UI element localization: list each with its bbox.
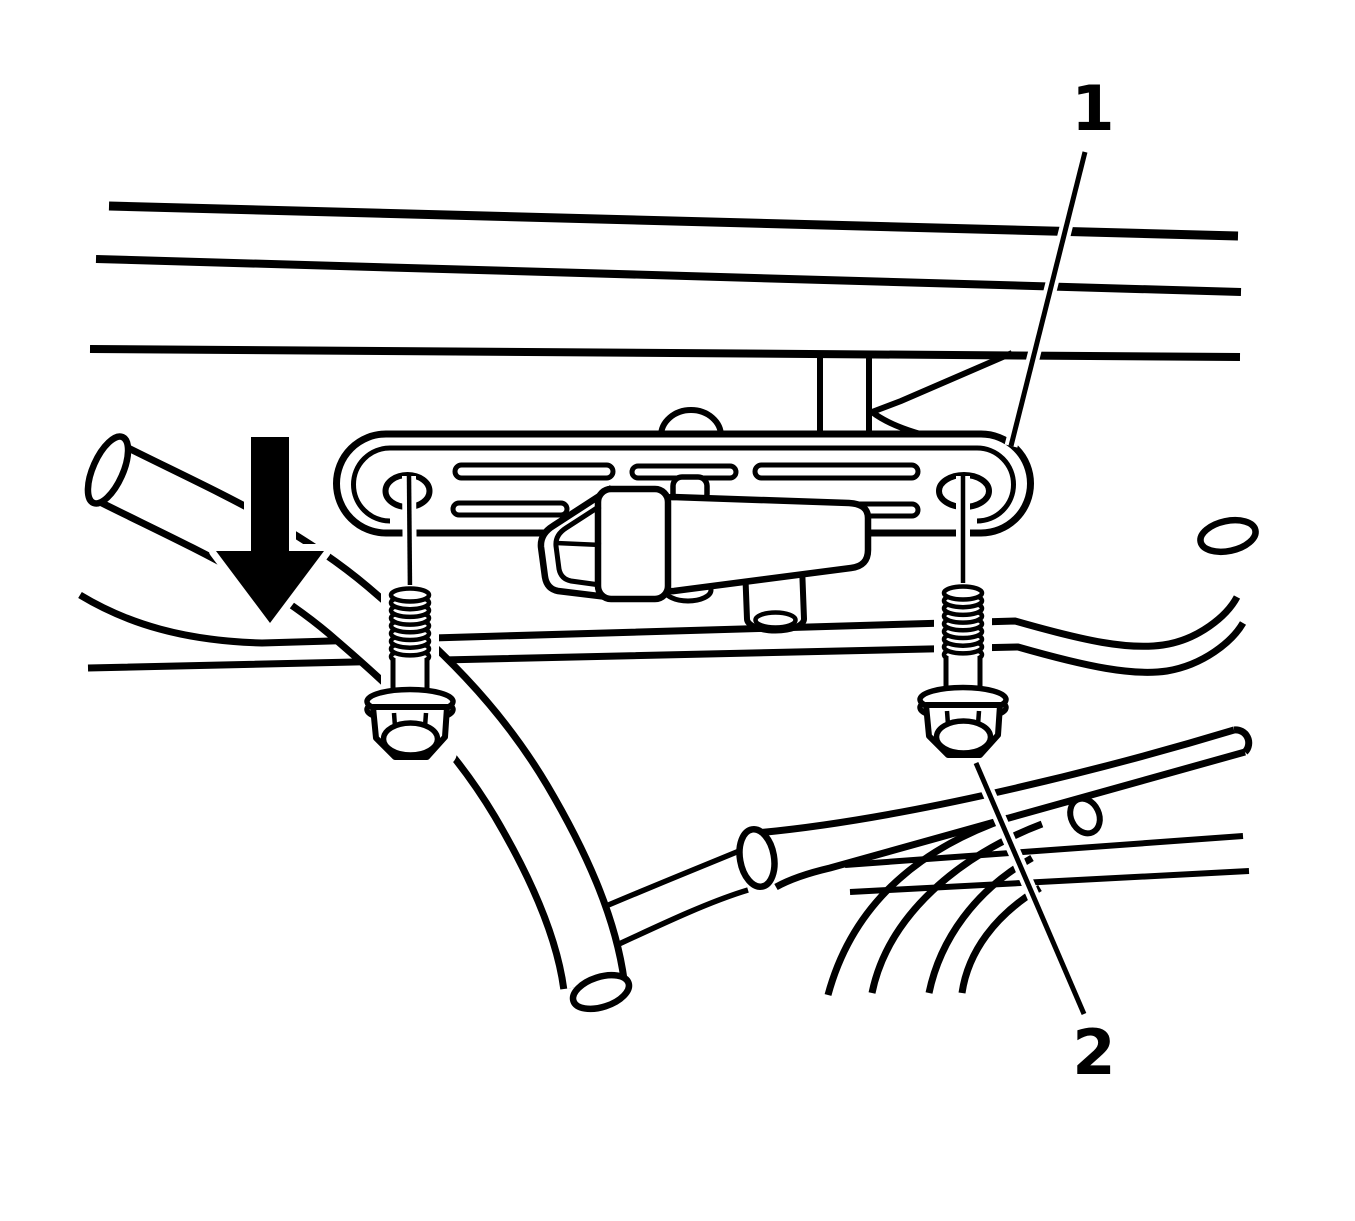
small-hose — [590, 826, 778, 954]
bolt-centerlines — [402, 475, 970, 593]
callout-2-label: 2 — [1072, 1016, 1115, 1089]
callout-1: 1 — [1004, 72, 1115, 448]
callout-2-leader — [973, 762, 1087, 1015]
frame-line-middle — [95, 255, 1242, 296]
sensor-body — [658, 493, 872, 595]
frame-line-lower — [89, 345, 1241, 361]
panel-hole-lower — [1067, 795, 1103, 837]
lower-right-panel — [755, 516, 1259, 996]
callout-1-leader — [1008, 151, 1088, 447]
callout-2: 2 — [970, 760, 1116, 1089]
sleeve-tube — [755, 726, 1253, 891]
hose-end-cap-top — [84, 433, 132, 507]
panel-edge-lower — [849, 868, 1250, 895]
connector-collar — [594, 485, 672, 603]
gusset-edge — [870, 350, 1014, 415]
frame-line-top — [108, 201, 1239, 241]
sleeve-mouth — [736, 826, 778, 890]
sensor-module — [537, 474, 872, 634]
bolt-right — [911, 584, 1015, 764]
hose-end-cap-bottom — [569, 971, 633, 1013]
panel-edge-upper — [844, 833, 1244, 868]
bracket-top-tab — [658, 407, 724, 437]
connector-mouth-inner — [553, 503, 602, 588]
connector-terminal — [555, 540, 602, 548]
down-arrow-icon — [209, 430, 331, 630]
panel-hole-upper — [1197, 516, 1259, 556]
callout-1-label: 1 — [1071, 72, 1114, 145]
bracket-inner-contour — [351, 445, 1016, 524]
mid-rail-lines — [78, 592, 1247, 676]
